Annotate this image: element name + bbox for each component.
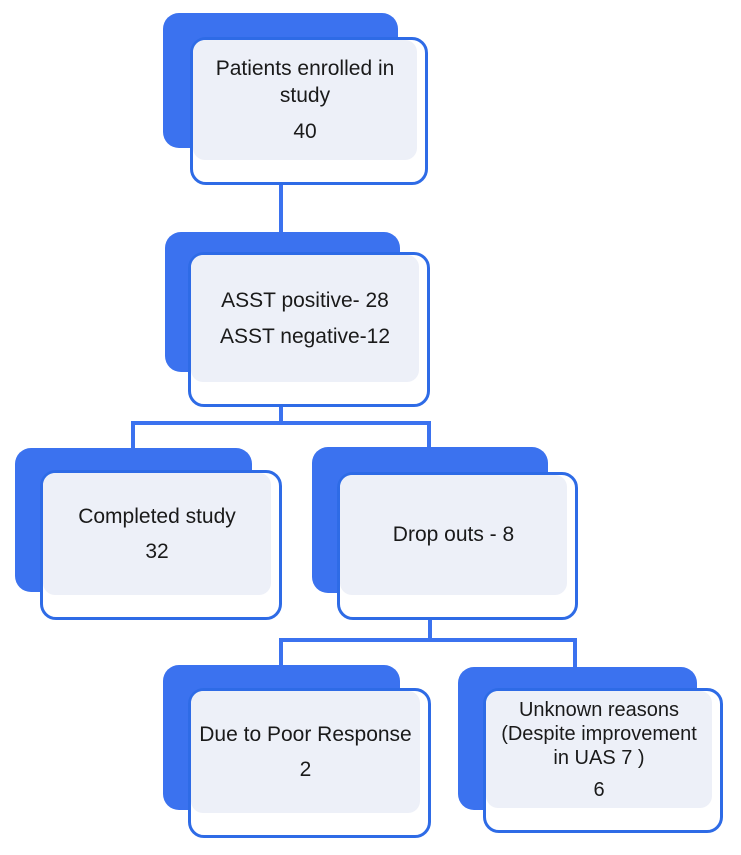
connector-branch-to-dropouts — [427, 421, 431, 449]
flow-node-completed-panel: Completed study 32 — [43, 473, 271, 595]
flow-node-poor-response: Due to Poor Response 2 — [188, 688, 431, 838]
connector-enrolled-asst — [279, 160, 283, 240]
node-value: 2 — [299, 758, 312, 781]
node-value: 40 — [293, 119, 317, 143]
node-value: 32 — [145, 540, 169, 563]
connector-branch-to-poor-response — [279, 638, 283, 667]
flow-node-unknown: Unknown reasons (Despite improvement in … — [483, 688, 723, 833]
connector-asst-branch-horizontal — [131, 421, 431, 425]
node-label: Patients enrolled in study — [215, 57, 395, 108]
node-value: 6 — [593, 778, 605, 801]
connector-dropouts-branch-horizontal — [279, 638, 577, 642]
flow-node-dropouts-panel: Drop outs - 8 — [340, 475, 567, 595]
node-label: Due to Poor Response — [199, 722, 412, 746]
connector-dropouts-stem — [428, 612, 432, 642]
node-label: Unknown reasons (Despite improvement in … — [501, 698, 697, 769]
connector-branch-to-completed — [131, 421, 135, 450]
flow-node-dropouts: Drop outs - 8 — [337, 472, 578, 620]
node-label: Completed study — [78, 504, 236, 528]
flow-node-unknown-panel: Unknown reasons (Despite improvement in … — [486, 691, 712, 808]
flow-node-completed: Completed study 32 — [40, 470, 282, 620]
flow-node-asst: ASST positive- 28 ASST negative-12 — [188, 252, 430, 407]
flow-node-asst-panel: ASST positive- 28 ASST negative-12 — [191, 255, 419, 382]
flow-node-enrolled-panel: Patients enrolled in study 40 — [193, 40, 417, 160]
flow-node-poor-response-panel: Due to Poor Response 2 — [191, 691, 420, 813]
connector-branch-to-unknown — [573, 638, 577, 670]
node-label: ASST positive- 28 — [221, 289, 389, 313]
node-label: ASST negative-12 — [219, 324, 391, 348]
flow-node-enrolled: Patients enrolled in study 40 — [190, 37, 428, 185]
connector-asst-stem — [279, 400, 283, 425]
node-label: Drop outs - 8 — [392, 523, 515, 547]
